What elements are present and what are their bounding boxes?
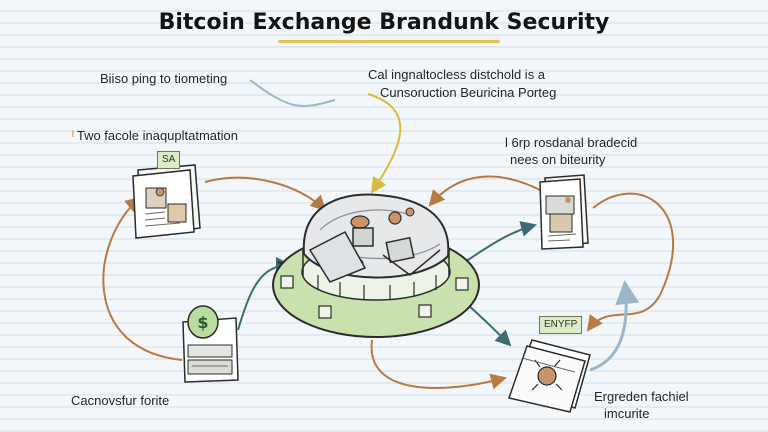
arrow-right-doc-to-hub xyxy=(428,175,541,207)
tag-left-doc: SA xyxy=(157,151,181,169)
arrow-bottom-right-up xyxy=(589,280,640,372)
lower-right-lock-illustration xyxy=(508,339,591,413)
arrow-right-loop xyxy=(586,192,675,332)
tag-right-doc: ENYFP xyxy=(539,316,583,334)
arrow-left-doc-to-hub xyxy=(204,176,327,212)
title-underline xyxy=(278,40,500,43)
label-top-left: Biiso ping to tiometing xyxy=(100,71,228,86)
arrow-top-left-to-hub xyxy=(249,79,336,107)
label-bottom-right-line2: imcurite xyxy=(604,406,650,421)
svg-text:$: $ xyxy=(197,313,208,332)
label-mid-right-line2: nees on biteurity xyxy=(510,152,606,167)
central-hub xyxy=(272,193,480,338)
label-top-center-line2: Cunsoruction Beuricina Porteg xyxy=(380,85,557,100)
arrow-top-center-to-hub xyxy=(367,93,402,194)
label-top-center-line1: Cal ingnaltocless distchold is a xyxy=(368,67,546,82)
arrow-hub-to-lower-right xyxy=(467,304,512,347)
arrow-hub-to-bottom-right xyxy=(370,339,507,390)
label-mid-right-line1: l 6rp rosdanal bradecid xyxy=(505,135,638,150)
left-document-illustration xyxy=(132,164,201,239)
label-bottom-right-line1: Ergreden fachiel xyxy=(594,389,689,404)
right-document-illustration xyxy=(539,174,589,250)
tick-mark-icon: ˡ xyxy=(72,128,74,143)
page-title: Bitcoin Exchange Brandunk Security xyxy=(158,10,610,35)
arrow-left-loop xyxy=(102,196,183,361)
lower-left-wallet-illustration: $ xyxy=(182,305,239,383)
arrow-hub-to-right-doc xyxy=(464,221,537,263)
label-bottom-left: Cacnovsfur forite xyxy=(71,393,170,408)
